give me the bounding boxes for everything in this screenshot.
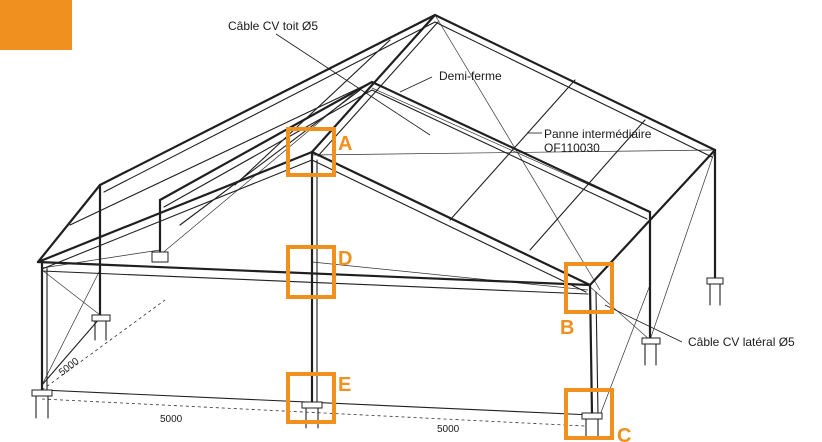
marker-d: D [338, 248, 352, 270]
base-plate-left-front [31, 389, 53, 419]
base-plate-middle-front [301, 401, 323, 429]
dimension-side: 5000 [57, 356, 82, 379]
marker-e: E [338, 374, 351, 396]
corner-accent-tab [0, 0, 72, 50]
marker-b: B [560, 317, 574, 339]
marker-c: C [617, 425, 631, 442]
ground-beam-side [41, 317, 101, 386]
dimension-front-left: 5000 [160, 414, 183, 425]
eave-beams [36, 13, 717, 295]
dimension-front-right: 5000 [437, 424, 460, 435]
label-cable-roof: Câble CV toit Ø5 [228, 19, 318, 33]
label-half-truss: Demi-ferme [439, 69, 502, 83]
callout-leaders [275, 33, 683, 343]
middle-truss [158, 80, 652, 342]
detail-box-c [564, 388, 614, 440]
wall-cables [41, 149, 716, 416]
detail-boxes [286, 127, 614, 440]
back-truss [98, 13, 717, 317]
base-plate-right-front [581, 412, 603, 439]
base-plate-left-back [91, 314, 111, 341]
detail-box-b [564, 262, 614, 314]
ground-line-front [41, 398, 586, 427]
detail-box-a [286, 127, 336, 177]
front-truss [36, 150, 599, 417]
marker-a: A [338, 133, 352, 155]
base-plate-mid-back [151, 251, 169, 263]
base-plates [31, 251, 724, 439]
ground-line-side [41, 299, 166, 391]
roof-purlins [69, 39, 646, 251]
label-cable-side: Câble CV latéral Ø5 [688, 335, 795, 349]
base-plate-right-mid [641, 337, 661, 366]
base-plate-right-back [706, 277, 724, 306]
detail-box-d [286, 245, 336, 299]
label-purlin-line1: Panne intermédiaire [544, 127, 652, 141]
detail-box-e [286, 372, 336, 424]
label-purlin-line2: OF110030 [544, 141, 600, 155]
